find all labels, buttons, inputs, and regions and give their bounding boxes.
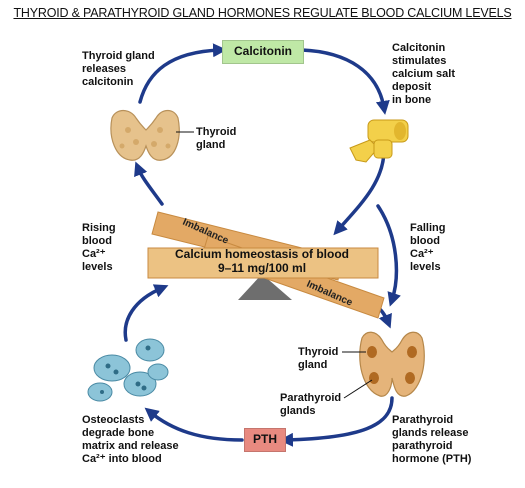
parathyroid-gland-image [359,331,425,397]
pth-box: PTH [244,428,286,452]
osteoclasts-label: Osteoclasts degrade bone matrix and rele… [82,414,179,465]
seesaw-fulcrum [238,274,292,300]
thyroid-gland-2-label: Thyroid gland [298,346,339,371]
arrow-falling-down [376,204,401,307]
parathyroid-leader [343,379,373,399]
arrow-pth-to-osteoclasts [144,407,244,442]
falling-blood-label: Falling blood Ca²⁺ levels [410,222,446,273]
homeostasis-line2: 9–11 mg/100 ml [218,261,306,275]
thyroid-releases-label: Thyroid gland releases calcitonin [82,50,155,88]
parathyroid-glands-label: Parathyroid glands [280,392,342,417]
arrow-parathyroid-to-pth [279,396,394,447]
calcitonin-box: Calcitonin [222,40,304,64]
arrow-thyroid-to-calcitonin [138,43,227,104]
arrow-bone-to-seesaw [333,148,386,236]
homeostasis-line1: Calcium homeostasis of blood [175,247,349,261]
thyroid-gland-image [110,109,180,161]
bone-image [349,119,409,163]
arrow-osteoclasts-up [123,284,169,342]
rising-blood-label: Rising blood Ca²⁺ levels [82,222,116,273]
arrow-calcitonin-to-bone [300,48,390,115]
thyroid-gland-label: Thyroid gland [196,126,237,151]
page-title: THYROID & PARATHYROID GLAND HORMONES REG… [13,6,512,20]
parathyroid-release-label: Parathyroid glands release parathyroid h… [392,414,472,465]
osteoclasts-image [87,338,169,402]
calcitonin-stimulates-label: Calcitonin stimulates calcium salt depos… [392,42,455,106]
seesaw-beam-middle [147,247,379,279]
arrow-seesaw-to-thyroid [134,161,164,206]
